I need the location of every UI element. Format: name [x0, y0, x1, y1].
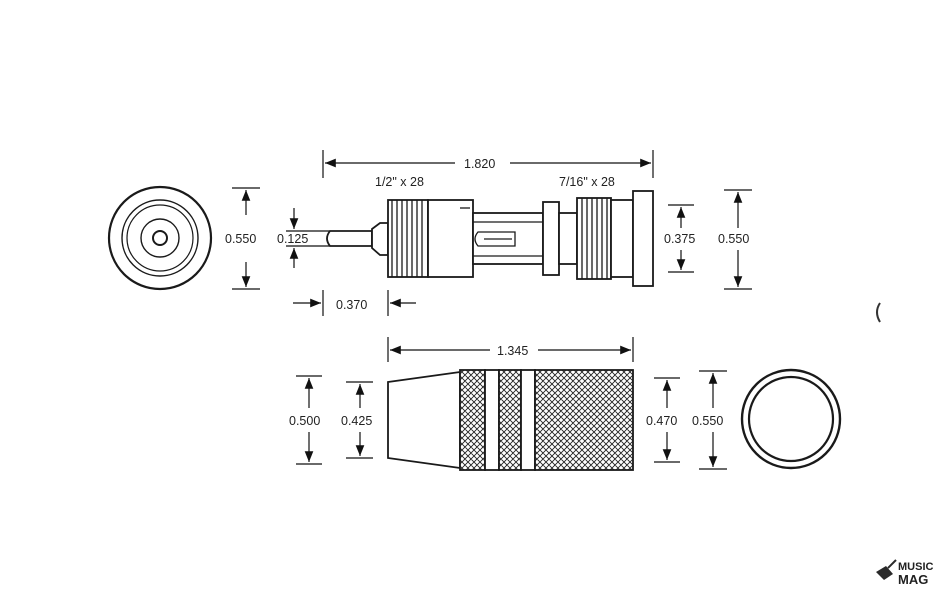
watermark-line2: MAG — [898, 572, 928, 587]
dim-sleeve-outer-diameter — [296, 375, 322, 465]
internal-contact — [460, 207, 543, 257]
label-thread-right: 7/16" x 28 — [559, 175, 615, 189]
label-sleeve-length: 1.345 — [497, 344, 528, 358]
watermark-guitar-icon — [876, 559, 897, 580]
dim-pin-length — [293, 290, 416, 316]
label-sleeve-outer-diameter: 0.500 — [289, 414, 320, 428]
end-view-plug — [107, 185, 213, 291]
label-sleeve-grip-diameter: 0.470 — [646, 414, 677, 428]
thread-left — [391, 200, 423, 277]
dim-sleeve-length — [387, 337, 634, 362]
label-right-outer-diameter: 0.550 — [718, 232, 749, 246]
label-end-view-diameter: 0.550 — [225, 232, 256, 246]
watermark-line1: MUSIC — [898, 561, 934, 573]
dim-sleeve-grip-diameter — [654, 377, 680, 463]
dim-overall-length — [322, 150, 654, 178]
dim-end-view-diameter — [232, 187, 260, 290]
edge-mark — [876, 302, 881, 323]
label-right-inner-diameter: 0.375 — [664, 232, 695, 246]
label-sleeve-taper-diameter: 0.425 — [341, 414, 372, 428]
dim-sleeve-end-diameter — [699, 370, 727, 470]
label-pin-length: 0.370 — [336, 298, 367, 312]
sleeve-body — [387, 369, 634, 471]
watermark-logo: MUSIC MAG — [876, 559, 934, 587]
dim-pin-diameter — [286, 208, 330, 268]
dim-sleeve-taper-diameter — [346, 381, 373, 459]
label-overall-length: 1.820 — [464, 157, 495, 171]
end-view-sleeve — [740, 368, 842, 470]
thread-right — [581, 198, 608, 279]
label-pin-diameter: 0.125 — [277, 232, 308, 246]
dim-right-outer-diameter — [724, 189, 752, 290]
dim-right-inner-diameter — [668, 204, 694, 273]
label-thread-left: 1/2" x 28 — [375, 175, 424, 189]
label-sleeve-end-diameter: 0.550 — [692, 414, 723, 428]
